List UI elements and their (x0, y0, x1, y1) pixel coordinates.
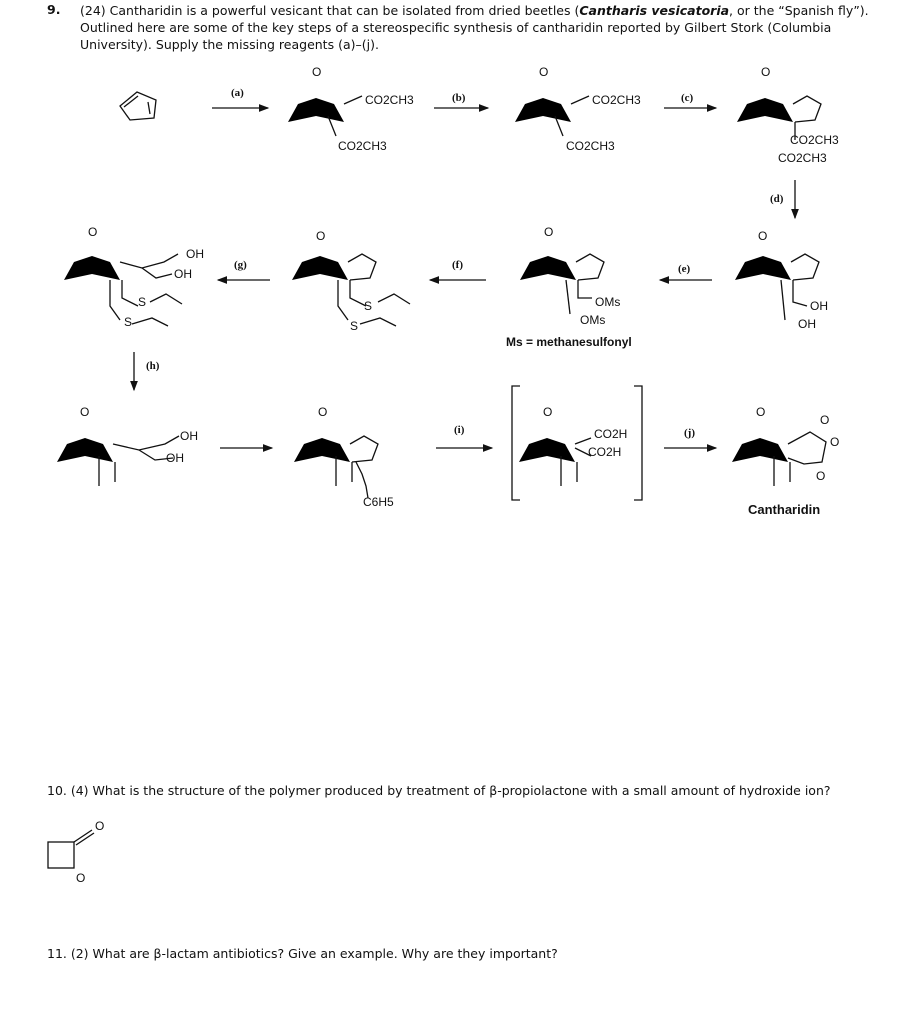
reagent-d: (d) (770, 193, 784, 205)
question-9-text: (24) Cantharidin is a powerful vesicant … (80, 2, 900, 53)
sulfur-label: S (364, 299, 372, 313)
hydroxyl-label: OH (180, 429, 198, 443)
phenyl-label: C6H5 (363, 495, 394, 509)
adduct-2-structure (515, 82, 590, 137)
hydroxyl-label: OH (166, 451, 184, 465)
reagent-i: (i) (454, 424, 465, 436)
lactone-carbonyl-oxygen: O (95, 819, 104, 833)
oxygen-label: O (80, 405, 89, 419)
mesylate-label: OMs (595, 295, 620, 309)
ester-label: CO2CH3 (338, 139, 387, 153)
carbonyl-oxygen-label: O (820, 413, 829, 427)
question-11-text: 11. (2) What are β-lactam antibiotics? G… (47, 946, 558, 961)
reagent-h: (h) (146, 360, 160, 372)
oxygen-label: O (88, 225, 97, 239)
ms-definition: Ms = methanesulfonyl (506, 335, 632, 349)
cantharidin-structure (732, 422, 827, 486)
oxygen-label: O (316, 229, 325, 243)
hydroxyl-label: OH (798, 317, 816, 331)
carbonyl-oxygen-label: O (816, 469, 825, 483)
question-9-line-2: Outlined here are some of the key steps … (80, 20, 832, 35)
carboxyl-label: CO2H (594, 427, 627, 441)
bracket-right (634, 385, 643, 501)
reagent-f: (f) (452, 259, 463, 271)
reagent-j: (j) (684, 427, 695, 439)
dimethyl-diol-structure (57, 422, 180, 486)
ring-oxygen-label: O (830, 435, 839, 449)
question-9-line-3: University). Supply the missing reagents… (80, 37, 379, 52)
diol-structure (735, 240, 820, 321)
oxygen-label: O (758, 229, 767, 243)
furan-structure (119, 91, 157, 121)
hydroxyl-label: OH (810, 299, 828, 313)
oxygen-label: O (544, 225, 553, 239)
oxygen-label: O (318, 405, 327, 419)
sulfur-label: S (350, 319, 358, 333)
question-9-line-1: (24) Cantharidin is a powerful vesicant … (80, 2, 900, 19)
reagent-b: (b) (452, 92, 466, 104)
oxygen-label: O (312, 65, 321, 79)
oxygen-label: O (539, 65, 548, 79)
question-9-number: 9. (47, 2, 61, 17)
dithioether-structure (292, 240, 411, 327)
reagent-a: (a) (231, 87, 244, 99)
question-9-line-1-start: (24) Cantharidin is a powerful vesicant … (80, 3, 580, 18)
question-10-text: 10. (4) What is the structure of the pol… (47, 783, 831, 798)
ester-label: CO2CH3 (566, 139, 615, 153)
carboxyl-label: CO2H (588, 445, 621, 459)
reagent-g: (g) (234, 259, 247, 271)
species-name: Cantharis vesicatoria (579, 3, 730, 18)
hydroxyl-label: OH (186, 247, 204, 261)
dimesylate-structure (520, 240, 605, 315)
dithio-diol-structure (64, 240, 183, 327)
bracket-left (511, 385, 520, 501)
diene-adduct-structure (737, 82, 822, 140)
ester-label: CO2CH3 (592, 93, 641, 107)
mesylate-label: OMs (580, 313, 605, 327)
hydroxyl-label: OH (174, 267, 192, 281)
oxygen-label: O (761, 65, 770, 79)
question-9-line-1-end: , or the “Spanish fly”). (729, 3, 869, 18)
reagent-e: (e) (678, 263, 691, 275)
cantharidin-label: Cantharidin (748, 502, 820, 517)
ester-label: CO2CH3 (365, 93, 414, 107)
reagent-c: (c) (681, 92, 694, 104)
sulfur-label: S (138, 295, 146, 309)
ester-label: CO2CH3 (790, 133, 839, 147)
beta-propiolactone-structure (47, 829, 95, 869)
sulfur-label: S (124, 315, 132, 329)
oxygen-label: O (543, 405, 552, 419)
adduct-1-structure (288, 82, 363, 137)
styryl-alkene-structure (294, 422, 379, 499)
ester-label: CO2CH3 (778, 151, 827, 165)
lactone-ring-oxygen: O (76, 871, 85, 885)
diacid-structure (519, 422, 592, 486)
oxygen-label: O (756, 405, 765, 419)
